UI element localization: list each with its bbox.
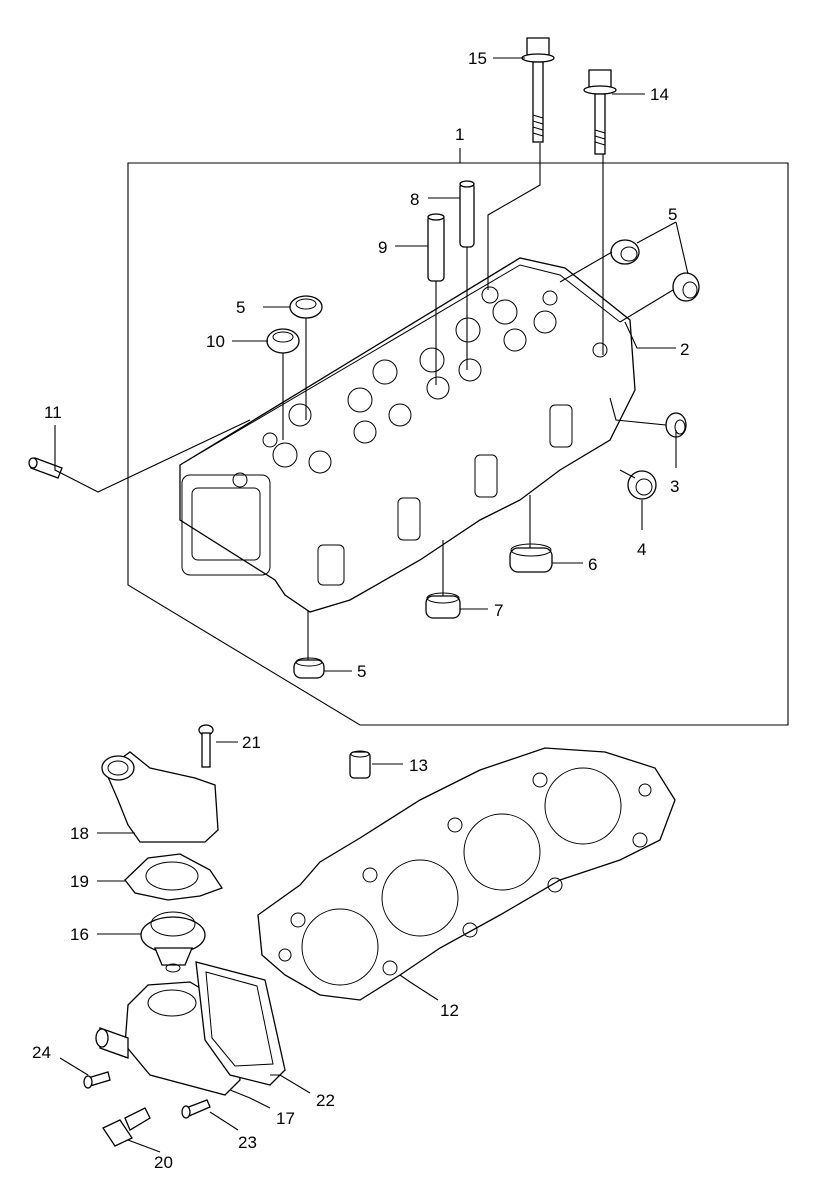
callout-19: 19 [70,872,89,891]
callout-17: 17 [276,1109,295,1128]
callout-10: 10 [206,332,225,351]
plug-6 [509,543,553,573]
gasket-22 [195,961,286,1086]
callout-13: 13 [409,756,428,775]
callout-23: 23 [238,1133,257,1152]
callout-21: 21 [242,733,261,752]
callout-labels: 1 2 3 4 5 5 5 6 7 8 9 10 11 12 13 14 15 … [32,49,689,1172]
callout-11: 11 [44,403,62,422]
callout-20: 20 [154,1153,173,1172]
plug-4 [627,470,657,500]
head-bolt-15 [521,37,555,143]
dowel-pin-11 [28,457,63,479]
callout-24: 24 [32,1043,51,1062]
bolt-24 [83,1071,111,1089]
callout-18: 18 [70,824,89,843]
thermostat-16 [140,911,206,973]
head-gasket-12 [257,747,676,1001]
gasket-19 [124,853,223,901]
seal-10 [266,328,300,354]
plug-7 [425,592,461,619]
assembly-boundary [127,148,789,726]
leader-lines [54,57,689,1153]
plug-13 [349,750,371,779]
manifold-ports [317,404,573,586]
guide-sleeve-9 [427,213,445,282]
bolt-21 [198,724,214,768]
callout-5-left: 5 [236,298,245,317]
plug-5-left [289,295,323,319]
callout-14: 14 [650,85,669,104]
callout-8: 8 [410,190,419,209]
callout-2: 2 [680,340,689,359]
callout-22: 22 [316,1091,335,1110]
callout-1: 1 [455,125,464,144]
callout-4: 4 [637,540,646,559]
plug-5-top-right [610,239,640,265]
guide-sleeve-8 [459,180,475,248]
sensor-20 [102,1107,151,1147]
valve-bores [232,286,608,488]
callout-16: 16 [70,925,89,944]
bolt-23 [181,1099,211,1119]
callout-5-bottom: 5 [357,662,366,681]
plug-5-bottom [293,657,325,679]
callout-9: 9 [378,238,387,257]
cylinder-head [179,257,636,613]
callout-15: 15 [468,49,487,68]
water-outlet-18 [101,751,219,843]
callout-12: 12 [440,1001,459,1020]
callout-3: 3 [670,477,679,496]
callout-5-top-right: 5 [668,205,677,224]
head-bolt-14 [583,69,617,155]
plug-5-right [672,272,700,302]
callout-6: 6 [588,555,597,574]
callout-7: 7 [494,601,503,620]
